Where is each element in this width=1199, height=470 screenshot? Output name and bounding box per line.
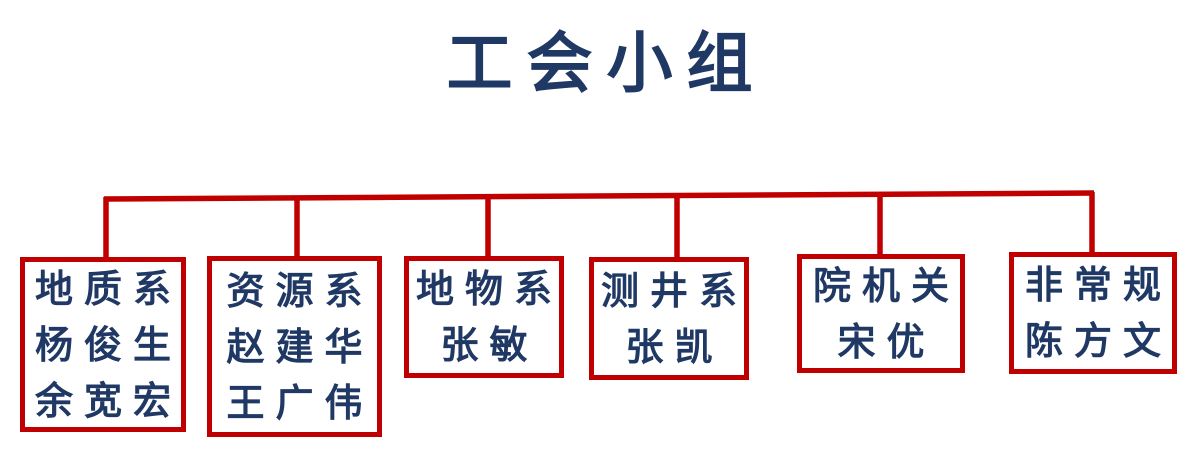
group-member: 张敏 xyxy=(440,322,539,367)
group-member: 杨俊生 xyxy=(35,321,183,367)
group-member: 宋优 xyxy=(837,318,936,364)
group-box-well-logging: 测井系 张凯 xyxy=(589,257,749,380)
group-department: 资源系 xyxy=(226,267,374,313)
group-department: 院机关 xyxy=(813,262,961,308)
group-member: 王广伟 xyxy=(226,379,374,425)
group-box-unconventional: 非常规 陈方文 xyxy=(1009,252,1177,374)
group-box-institute-office: 院机关 宋优 xyxy=(797,254,965,373)
group-member: 余宽宏 xyxy=(35,377,183,423)
group-box-resources: 资源系 赵建华 王广伟 xyxy=(207,256,382,437)
group-member: 陈方文 xyxy=(1025,318,1173,363)
group-department: 测井系 xyxy=(601,267,749,313)
chart-title: 工会小组 xyxy=(446,24,767,102)
connector-horizontal-line xyxy=(103,190,1095,202)
group-member: 赵建华 xyxy=(226,323,374,369)
group-box-geophysics: 地物系 张敏 xyxy=(404,256,564,378)
group-box-geology: 地质系 杨俊生 余宽宏 xyxy=(20,257,186,432)
group-department: 地质系 xyxy=(35,265,183,311)
group-department: 非常规 xyxy=(1025,262,1173,307)
group-department: 地物系 xyxy=(416,266,564,311)
group-member: 张凯 xyxy=(625,323,724,369)
